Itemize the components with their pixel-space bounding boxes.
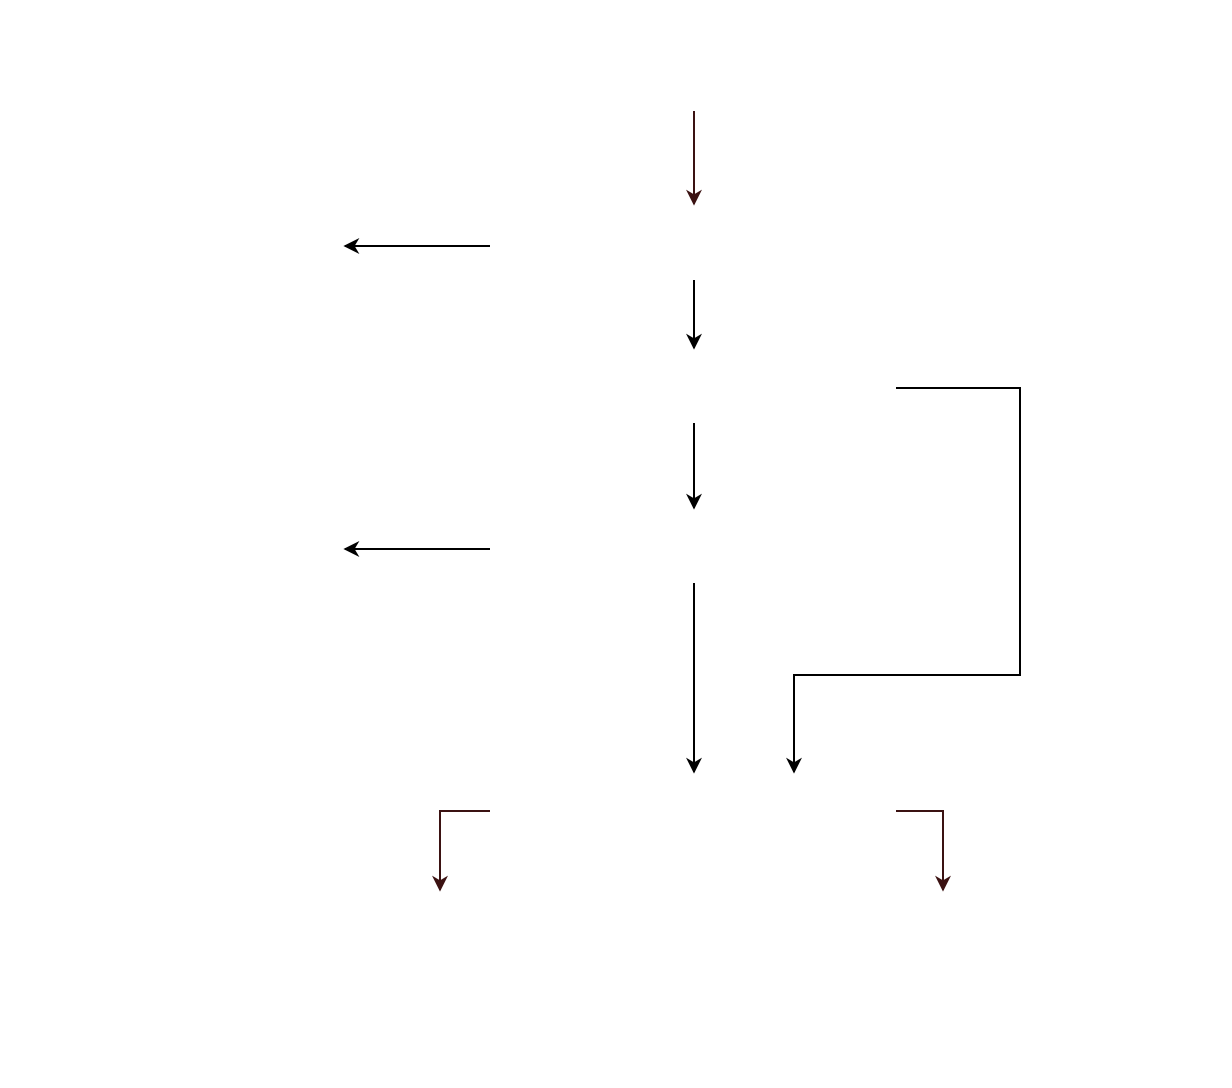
edge-to-banner — [432, 810, 490, 892]
edge-to-preference-center — [896, 810, 951, 892]
edge-consent-no — [786, 387, 1021, 774]
edges-layer — [343, 111, 1021, 892]
